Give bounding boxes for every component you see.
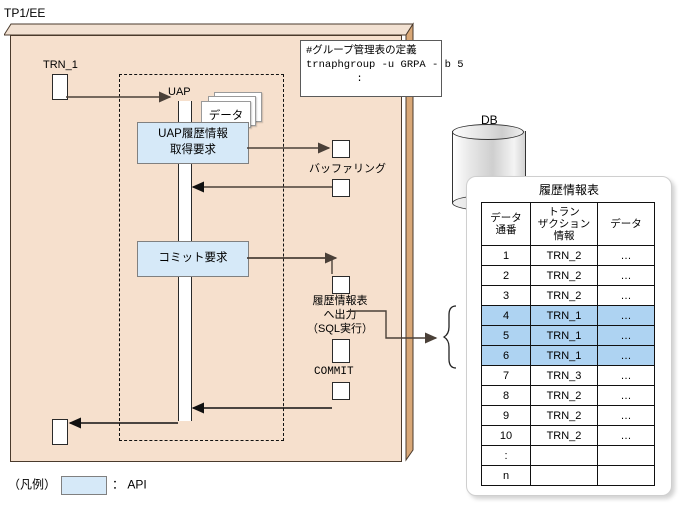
table-cell-trn: TRN_1 [530,345,598,366]
output-box-top [332,276,350,294]
table-cell-trn [530,445,598,466]
history-table-title: 履歴情報表 [538,183,599,197]
trn1-return-box [52,419,68,445]
table-cell-data: … [597,365,655,386]
buffering-box-top [332,140,350,158]
table-cell-data: … [597,345,655,366]
output-box-bottom [332,382,350,400]
table-cell-no: 5 [481,325,531,346]
table-row: : [481,445,655,466]
table-cell-data: … [597,245,655,266]
table-cell-no: 1 [481,245,531,266]
header-transaction-info: トランザクション情報 [530,202,598,246]
table-cell-trn: TRN_3 [530,365,598,386]
uap-label: UAP [168,86,191,98]
trn1-activation-box [52,74,68,100]
legend-suffix: ： API [112,477,147,492]
table-cell-no: n [481,465,531,486]
table-cell-trn: TRN_2 [530,385,598,406]
table-cell-data: … [597,265,655,286]
table-cell-data [597,465,655,486]
table-cell-data [597,445,655,466]
buffering-box-bottom [332,179,350,197]
header-data: データ [597,202,655,246]
history-table-head: データ通番 トランザクション情報 データ [481,202,655,246]
table-cell-trn: TRN_1 [530,305,598,326]
legend-api-swatch [61,476,108,495]
buffering-label: バッファリング [309,163,386,175]
command-note-line2: trnaphgroup -u GRPA - b 5 [306,59,464,72]
command-note-box: #グループ管理表の定義 trnaphgroup -u GRPA - b 5 : [300,40,464,97]
table-cell-no: 7 [481,365,531,386]
command-note-line3: : [306,73,363,86]
table-cell-trn: TRN_2 [530,425,598,446]
api-box-uap-history-request[interactable]: UAP履歴情報取得要求 [137,122,249,164]
api-box-uap-history-request-text: UAP履歴情報取得要求 [158,128,228,156]
table-cell-data: … [597,425,655,446]
api-box-commit-request-text: コミット要求 [158,252,228,265]
output-label: 履歴情報表へ出力（SQL実行） [306,295,373,335]
history-table-header-row: データ通番 トランザクション情報 データ [481,202,655,246]
legend-prefix: （凡例） [8,477,57,492]
header-data-seq: データ通番 [481,202,531,246]
table-cell-trn: TRN_2 [530,245,598,266]
legend: （凡例） ： API [8,476,147,495]
table-cell-no: 8 [481,385,531,406]
panel-title: TP1/EE [4,6,46,20]
db-cylinder-top [452,124,524,140]
table-cell-no: 3 [481,285,531,306]
table-cell-no: 10 [481,425,531,446]
table-cell-no: 6 [481,345,531,366]
table-cell-no: 9 [481,405,531,426]
table-cell-trn: TRN_1 [530,325,598,346]
table-cell-data: … [597,385,655,406]
command-note-line1: #グループ管理表の定義 [306,45,417,57]
commit-label: COMMIT [314,366,354,378]
table-cell-data: … [597,285,655,306]
table-cell-no: 2 [481,265,531,286]
commit-box [332,339,350,363]
table-cell-trn: TRN_2 [530,265,598,286]
table-cell-trn: TRN_2 [530,405,598,426]
api-box-commit-request[interactable]: コミット要求 [137,241,249,277]
table-cell-no: : [481,445,531,466]
table-cell-data: … [597,305,655,326]
table-cell-no: 4 [481,305,531,326]
transaction-label: TRN_1 [43,59,78,71]
table-cell-trn: TRN_2 [530,285,598,306]
table-cell-data: … [597,325,655,346]
table-row: n [481,465,655,486]
table-cell-trn [530,465,598,486]
table-cell-data: … [597,405,655,426]
